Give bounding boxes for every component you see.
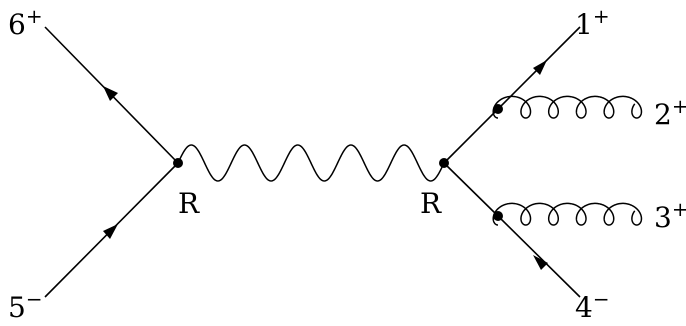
gluon-line-3 — [492, 202, 643, 226]
label-particle-1: 1+ — [575, 4, 610, 41]
label-vertex-left: R — [178, 187, 200, 220]
vertex-left — [173, 158, 183, 168]
arrow-fermion-1 — [533, 60, 547, 75]
arrow-fermion-4 — [533, 255, 548, 270]
label-vertex-right: R — [420, 187, 442, 220]
label-particle-4: 4− — [575, 287, 610, 324]
fermion-line-right-upper-inner — [443, 108, 499, 164]
arrow-fermion-6 — [103, 86, 118, 101]
label-particle-2: 2+ — [654, 94, 686, 131]
label-particle-3: 3+ — [654, 197, 686, 234]
vertex-gluon-lower — [493, 211, 503, 221]
arrow-fermion-5 — [103, 224, 118, 239]
gluon-line-2 — [492, 95, 643, 119]
vertex-right — [439, 158, 449, 168]
fermion-line-right-lower-inner — [443, 162, 499, 217]
label-particle-6: 6+ — [8, 4, 43, 41]
fermion-line-4 — [497, 215, 581, 298]
photon-propagator — [177, 144, 445, 182]
vertex-gluon-upper — [493, 104, 503, 114]
label-particle-5: 5− — [8, 287, 43, 324]
